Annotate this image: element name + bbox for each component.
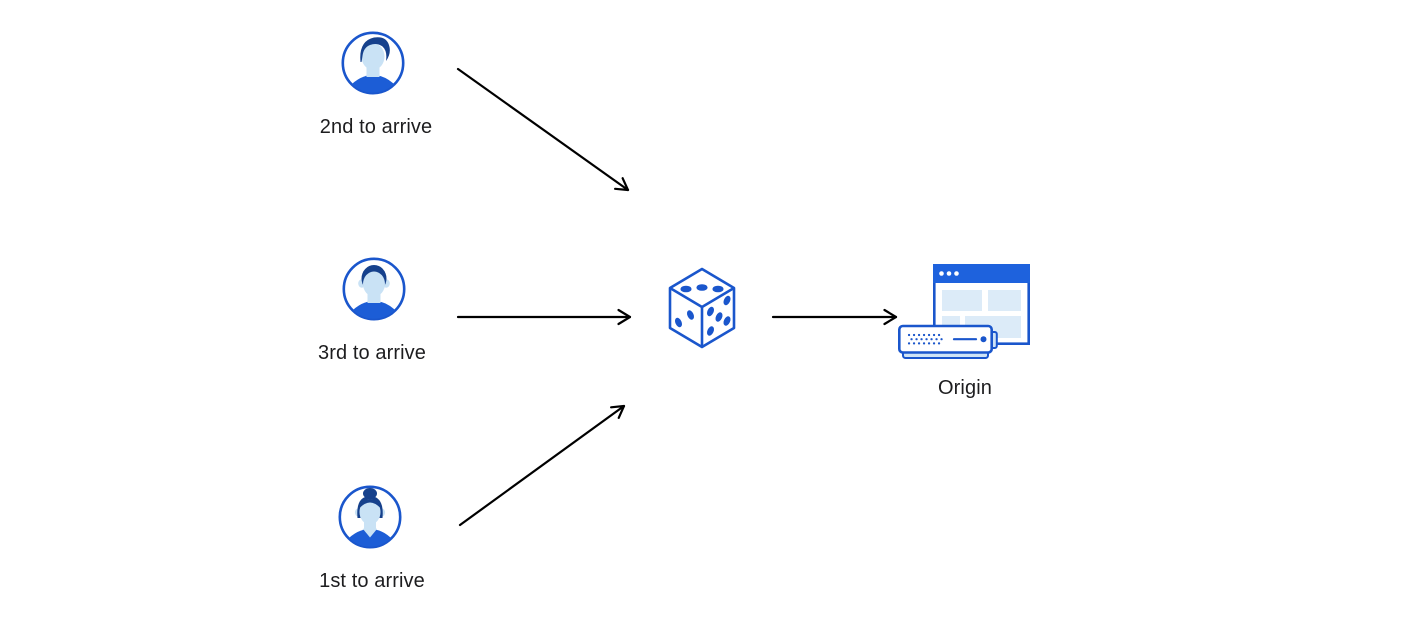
male-avatar-flat-hair-icon [342,257,406,321]
node-label-origin: Origin [938,377,992,399]
node-label-user-3rd: 3rd to arrive [317,342,426,364]
origin-server-browser-icon [893,263,1031,359]
node-origin: Origin [893,263,1038,399]
node-label-user-1st: 1st to arrive [319,570,425,592]
node-user-3rd: 3rd to arrive [318,256,426,364]
node-user-2nd: 2nd to arrive [320,30,432,138]
arrow-dice-to-origin [771,308,898,326]
male-avatar-swoosh-hair-icon [341,31,405,95]
female-avatar-bun-hair-icon [338,485,402,549]
server-icon [893,324,998,359]
arrow-user3rd-to-dice [456,308,632,326]
arrow-user2nd-to-dice [456,67,630,192]
node-user-1st: 1st to arrive [319,484,425,592]
arrow-user1st-to-dice [458,404,626,527]
dice-icon [668,267,736,349]
node-label-user-2nd: 2nd to arrive [319,116,433,138]
node-randomizer [667,267,737,356]
